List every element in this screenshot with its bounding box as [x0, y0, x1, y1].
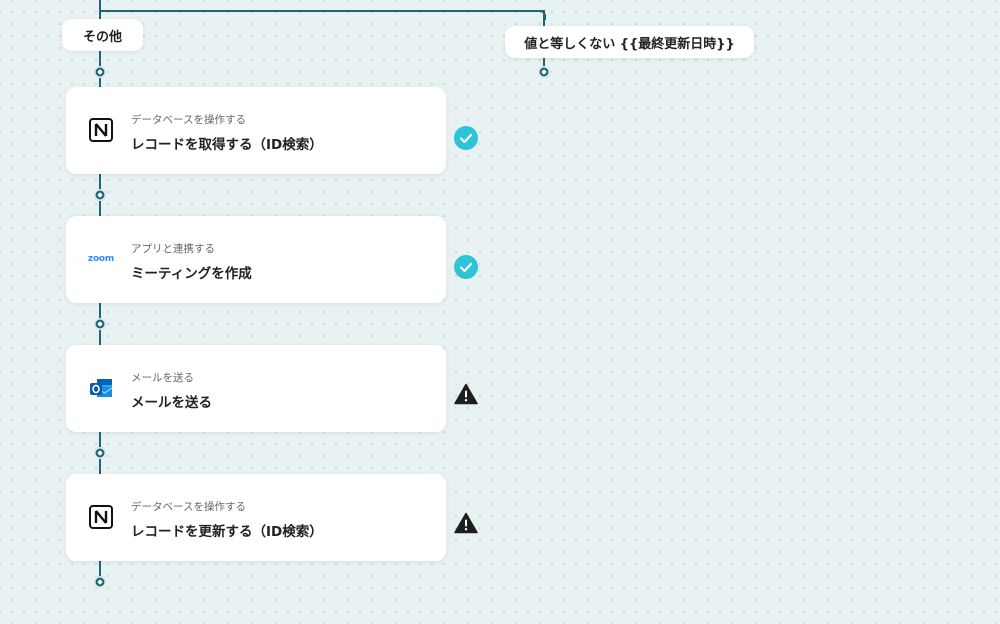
check-icon [454, 255, 478, 279]
add-step-node[interactable] [94, 66, 106, 78]
step-card-update-record[interactable]: データベースを操作する レコードを更新する（ID検索） [66, 474, 446, 561]
notion-icon [88, 117, 114, 143]
notion-icon [88, 504, 114, 530]
step-title: ミーティングを作成 [131, 266, 252, 282]
step-subtitle: データベースを操作する [131, 114, 246, 126]
step-subtitle: データベースを操作する [131, 501, 246, 513]
step-title: メールを送る [131, 395, 212, 411]
step-card-get-record[interactable]: データベースを操作する レコードを取得する（ID検索） [66, 87, 446, 174]
warning-icon [454, 382, 478, 406]
add-step-node[interactable] [94, 189, 106, 201]
branch-label-condition-text: 値と等しくない {{最終更新日時}} [524, 36, 735, 52]
zoom-logo-text: zoom [87, 254, 115, 264]
branch-label-condition[interactable]: 値と等しくない {{最終更新日時}} [505, 26, 754, 58]
branch-horizontal-line [100, 10, 544, 12]
zoom-icon: zoom [86, 246, 116, 272]
step-title: レコードを取得する（ID検索） [131, 137, 323, 153]
add-step-node[interactable] [94, 447, 106, 459]
warning-icon [454, 511, 478, 535]
branch-label-other[interactable]: その他 [62, 19, 143, 51]
step-card-create-meeting[interactable]: zoom アプリと連携する ミーティングを作成 [66, 216, 446, 303]
check-icon [454, 126, 478, 150]
add-step-node[interactable] [538, 66, 550, 78]
step-title: レコードを更新する（ID検索） [131, 524, 323, 540]
step-subtitle: メールを送る [131, 372, 194, 384]
step-card-send-mail[interactable]: メールを送る メールを送る [66, 345, 446, 432]
step-subtitle: アプリと連携する [131, 243, 215, 255]
branch-corner [536, 10, 546, 20]
add-step-node[interactable] [94, 318, 106, 330]
add-step-node[interactable] [94, 576, 106, 588]
outlook-icon [88, 375, 114, 401]
branch-label-other-text: その他 [82, 29, 122, 45]
